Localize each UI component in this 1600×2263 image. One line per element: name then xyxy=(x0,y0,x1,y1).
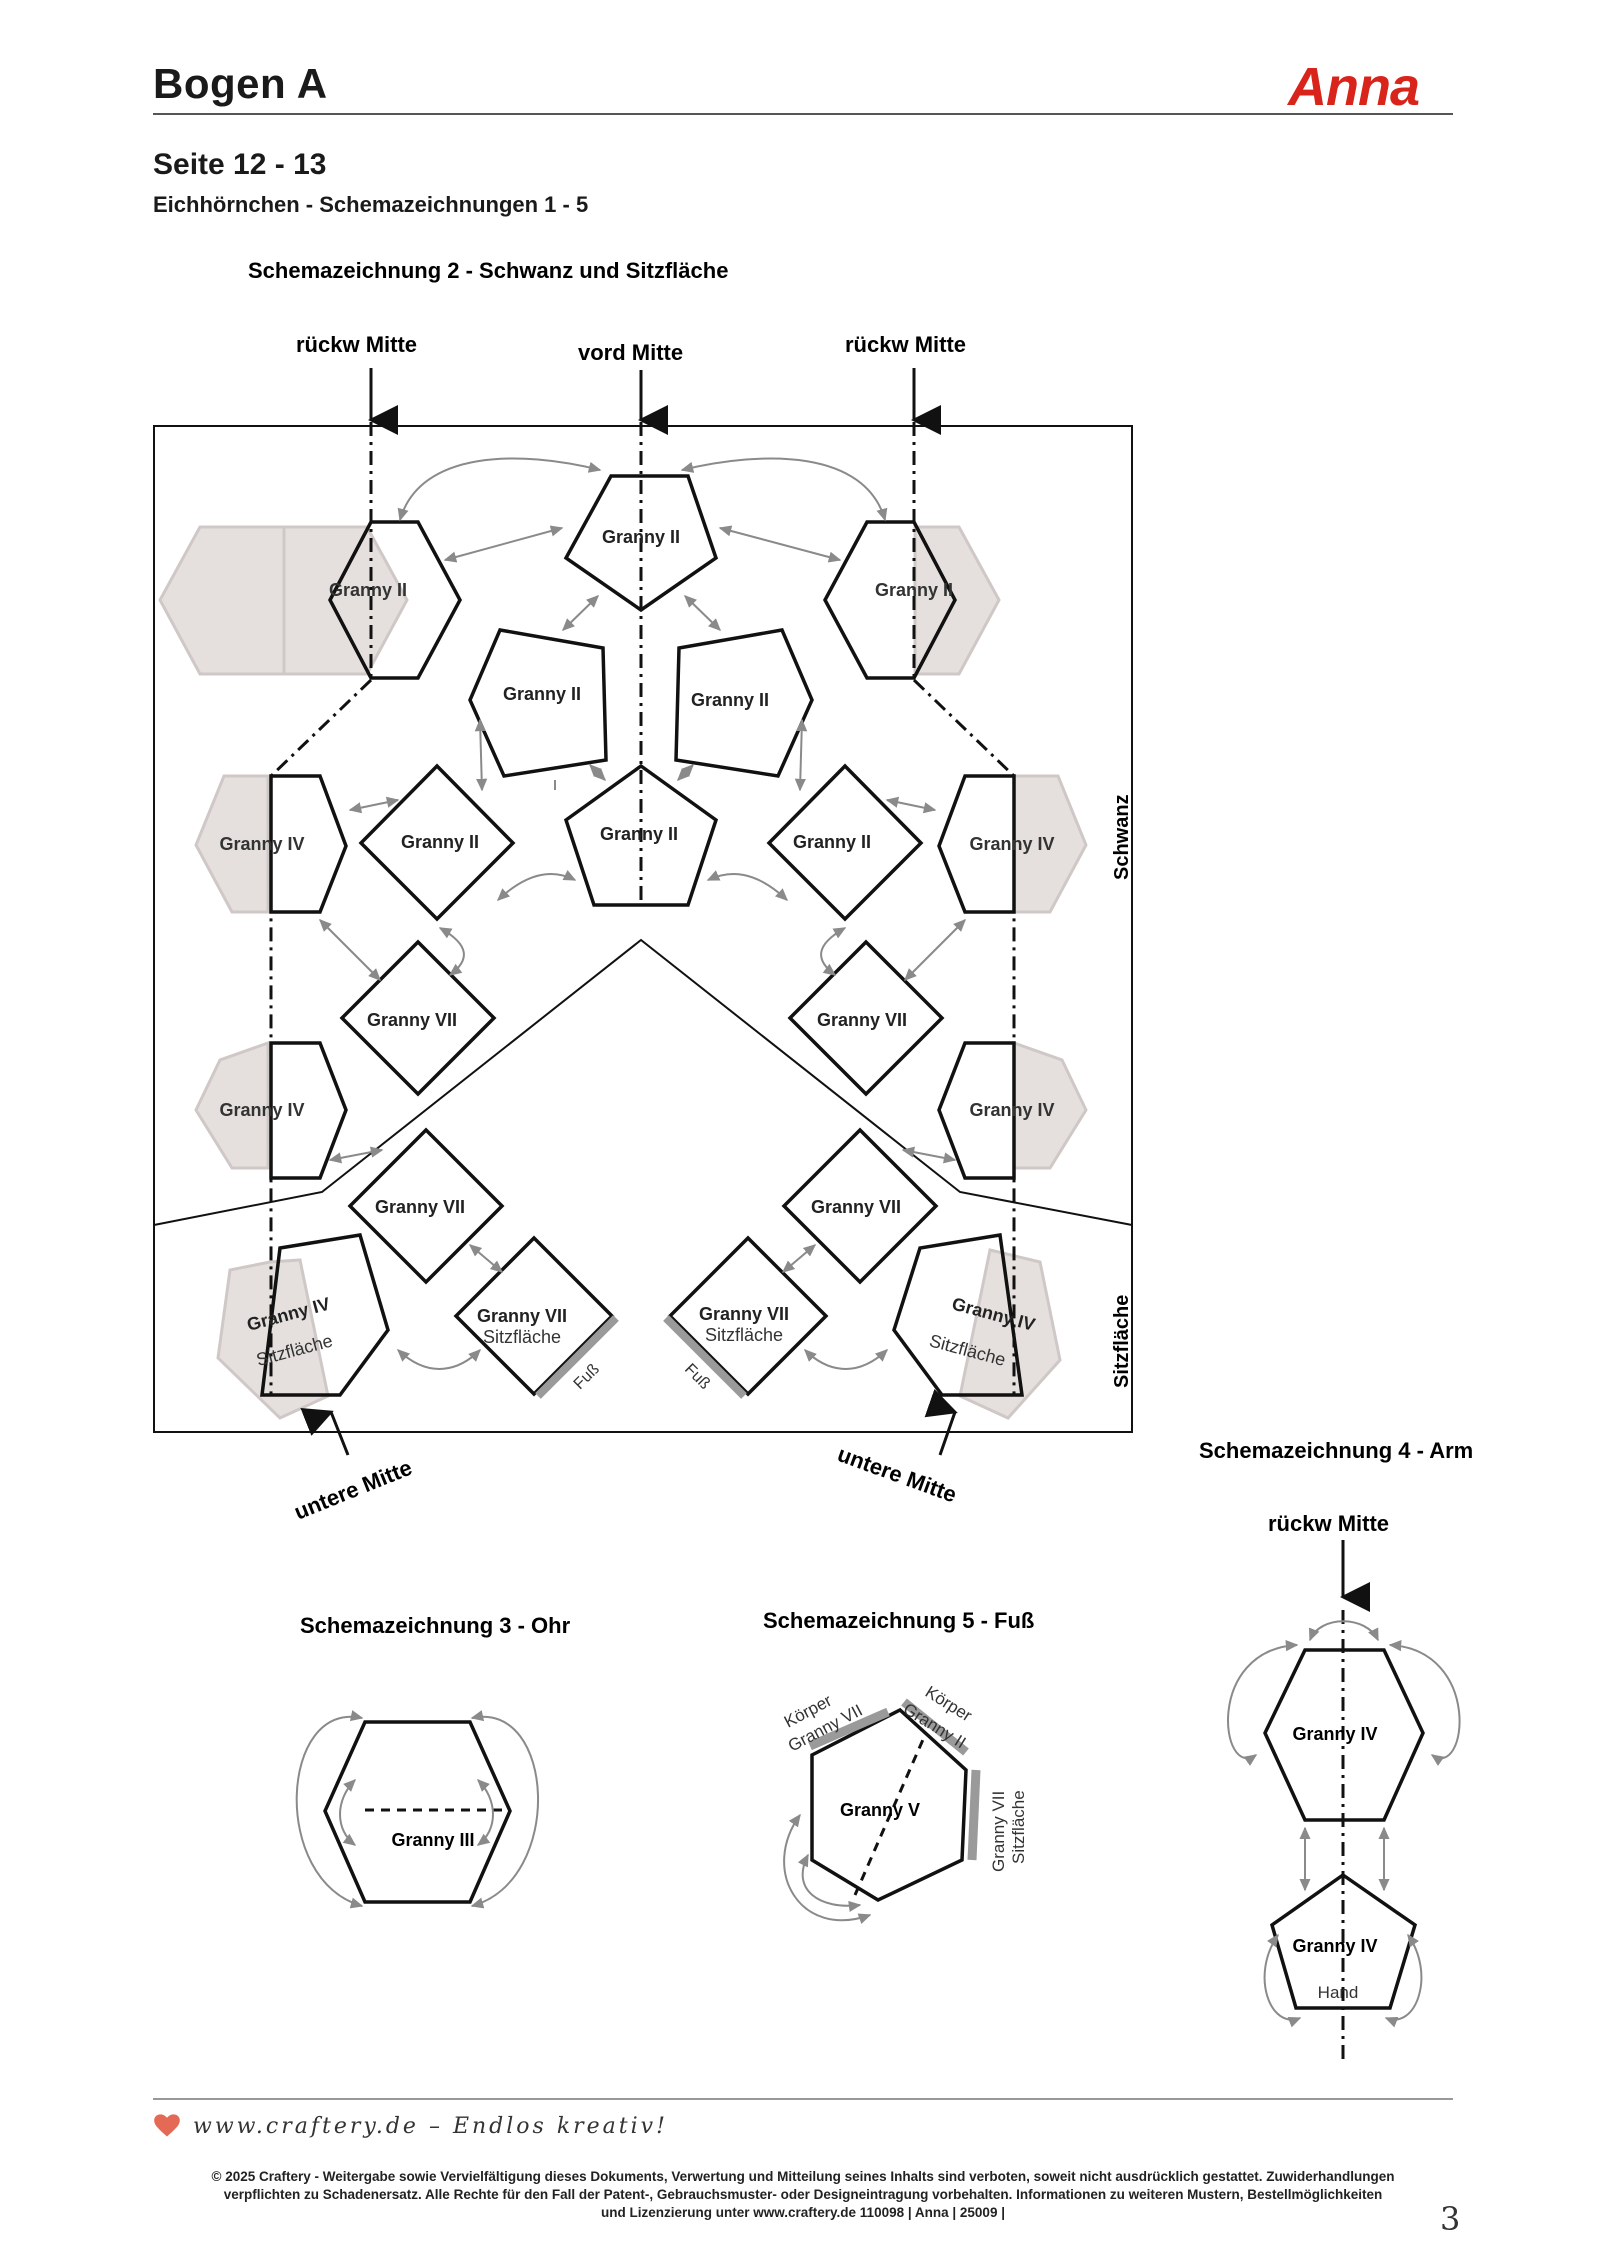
diagram4-title: Schemazeichnung 4 - Arm xyxy=(1199,1438,1473,1463)
diagram5-title: Schemazeichnung 5 - Fuß xyxy=(763,1608,1034,1633)
hand-sub-label: Hand xyxy=(1318,1983,1359,2002)
foot-fold-line xyxy=(853,1734,927,1896)
connection-arrows xyxy=(319,457,966,1370)
shape-label: Granny II xyxy=(600,824,678,844)
label-rueckw-mitte-left: rückw Mitte xyxy=(296,332,417,357)
shape-label: Granny II xyxy=(793,832,871,852)
side-label-sitzflaeche: Sitzfläche xyxy=(1111,1295,1133,1388)
foot-top-edge-left xyxy=(808,1707,890,1751)
arm-arrows xyxy=(1227,1620,1461,2028)
label-rueckw-mitte-right: rückw Mitte xyxy=(845,332,966,357)
arm-top-label: rückw Mitte xyxy=(1268,1511,1389,1536)
sitzflaeche-sublabel: Sitzfläche xyxy=(483,1327,561,1347)
shape-label: Granny VII xyxy=(367,1010,457,1030)
foot-edge-label: Granny VII xyxy=(989,1791,1008,1872)
foot-edge-label: Sitzfläche xyxy=(1009,1790,1028,1864)
label-untere-mitte-left: untere Mitte xyxy=(291,1455,416,1525)
shape-label: Granny II xyxy=(329,580,407,600)
shape-label: Granny VII xyxy=(811,1197,901,1217)
label-vord-mitte: vord Mitte xyxy=(578,340,683,365)
shape-label: Granny VII xyxy=(817,1010,907,1030)
footer-brand: www.craftery.de – Endlos kreativ! xyxy=(153,2112,668,2140)
shape-label: Granny VII xyxy=(477,1306,567,1326)
shape-label: Granny IV xyxy=(969,1100,1054,1120)
copyright-notice: © 2025 Craftery - Weitergabe sowie Vervi… xyxy=(153,2168,1453,2222)
header-rule xyxy=(153,113,1453,115)
page-reference: Seite 12 - 13 xyxy=(153,148,327,181)
brand-logo: Anna xyxy=(1288,57,1420,117)
foot-shape-label: Granny V xyxy=(840,1800,920,1820)
shape-label: Granny II xyxy=(875,580,953,600)
copyright-line: © 2025 Craftery - Weitergabe sowie Vervi… xyxy=(211,2169,1395,2184)
shape-label: Granny II xyxy=(401,832,479,852)
copyright-line: verpflichten zu Schadenersatz. Alle Rech… xyxy=(223,2187,1383,2202)
page-number: 3 xyxy=(1440,2200,1461,2238)
document-title: Bogen A xyxy=(153,60,328,107)
foot-top-edge-right xyxy=(901,1698,969,1756)
shape-label: Granny IV xyxy=(219,1100,304,1120)
shape-label: Granny II xyxy=(602,527,680,547)
footer-rule xyxy=(153,2098,1453,2100)
arrow-untere-mitte-left xyxy=(300,1407,350,1456)
ear-hexagon xyxy=(323,1720,512,1904)
shape-label: Granny II xyxy=(691,690,769,710)
ear-arrows xyxy=(295,1710,539,1909)
foot-label: Fuß xyxy=(571,1361,603,1393)
shape-label: Granny IV xyxy=(219,834,304,854)
foot-edge-right xyxy=(663,1315,747,1399)
arm-shape-label: Granny IV xyxy=(1292,1724,1377,1744)
section-subtitle: Eichhörnchen - Schemazeichnungen 1 - 5 xyxy=(153,192,589,217)
tail-boundary xyxy=(153,938,1133,1226)
footer-url[interactable]: www.craftery.de – Endlos kreativ! xyxy=(193,2113,668,2139)
ear-shape-label: Granny III xyxy=(391,1830,474,1850)
center-lines xyxy=(269,422,1016,1395)
grey-shapes xyxy=(158,525,1088,1420)
shape-label: Granny IV xyxy=(969,834,1054,854)
shape-label: Granny VII xyxy=(699,1304,789,1324)
diagram3-title: Schemazeichnung 3 - Ohr xyxy=(300,1613,571,1638)
foot-side-edge xyxy=(967,1769,981,1861)
arrow-untere-mitte-right xyxy=(924,1388,958,1456)
hand-shape-label: Granny IV xyxy=(1292,1936,1377,1956)
copyright-line: und Lizenzierung unter www.craftery.de 1… xyxy=(601,2205,1005,2220)
heart-icon xyxy=(154,2114,180,2137)
foot-edge-left xyxy=(535,1315,619,1399)
side-label-schwanz: Schwanz xyxy=(1111,794,1133,880)
diagram2-frame xyxy=(153,425,1133,1433)
shape-label: Granny II xyxy=(503,684,581,704)
foot-arrows xyxy=(783,1813,872,1925)
sitzflaeche-sublabel: Sitzfläche xyxy=(705,1325,783,1345)
granny-shapes xyxy=(260,474,1025,1397)
diagram2-title: Schemazeichnung 2 - Schwanz und Sitzfläc… xyxy=(248,258,728,283)
shape-label: Granny VII xyxy=(375,1197,465,1217)
